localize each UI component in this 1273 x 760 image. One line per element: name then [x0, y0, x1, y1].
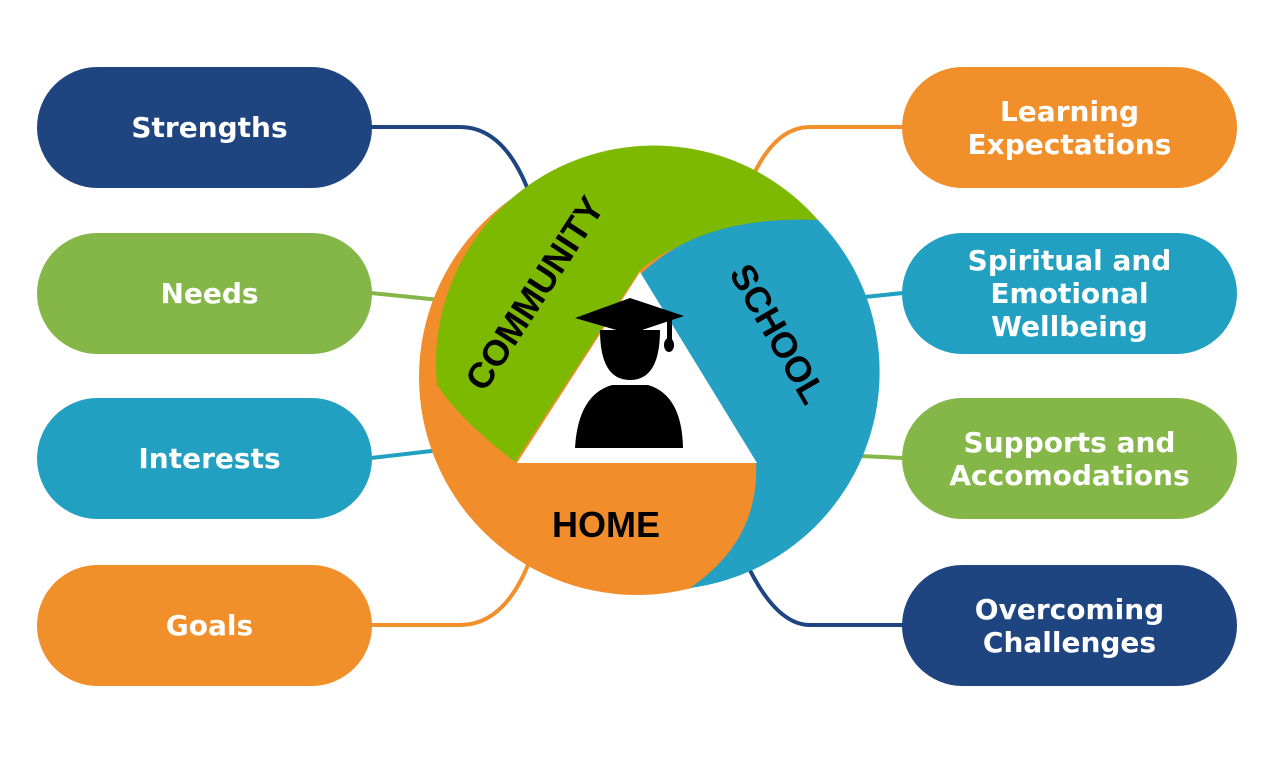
- connector-interests: [370, 448, 441, 460]
- connector-goals: [371, 559, 532, 627]
- pill-spiritual-emotional-wellbeing: Spiritual and Emotional Wellbeing: [902, 233, 1237, 354]
- pill-supports-line-1: Supports and: [963, 425, 1176, 459]
- pill-spiritual-line-3: Wellbeing: [991, 310, 1148, 343]
- pill-spiritual-line-1: Spiritual and: [967, 244, 1172, 277]
- pill-learning-expectations: Learning Expectations: [902, 67, 1237, 188]
- home-label: HOME: [552, 504, 660, 545]
- pill-goals: Goals: [37, 565, 372, 686]
- pill-overcoming-line-1: Overcoming: [974, 592, 1165, 626]
- pill-supports-accomodations: Supports and Accomodations: [902, 398, 1237, 519]
- ring-school-segment: [640, 219, 880, 588]
- connector-needs: [370, 291, 441, 302]
- connector-strengths: [371, 125, 532, 196]
- pill-spiritual-line-2: Emotional: [990, 277, 1149, 310]
- pill-interests: Interests: [37, 398, 372, 519]
- pill-learning-line-1: Learning: [999, 94, 1140, 128]
- ring-community-segment: [435, 145, 818, 462]
- connector-overcoming: [743, 559, 903, 627]
- pill-strengths: Strengths: [37, 67, 372, 188]
- pill-overcoming-line-2: Challenges: [982, 625, 1157, 659]
- pill-strengths-label: Strengths: [131, 111, 288, 144]
- pill-overcoming-challenges: Overcoming Challenges: [902, 565, 1237, 686]
- pill-interests-label: Interests: [138, 442, 281, 475]
- pill-supports-line-2: Accomodations: [949, 458, 1190, 492]
- pill-needs: Needs: [37, 233, 372, 354]
- pill-learning-line-2: Expectations: [967, 127, 1172, 161]
- pill-goals-label: Goals: [165, 609, 254, 642]
- pill-needs-label: Needs: [160, 277, 259, 310]
- graduate-icon: [575, 298, 684, 448]
